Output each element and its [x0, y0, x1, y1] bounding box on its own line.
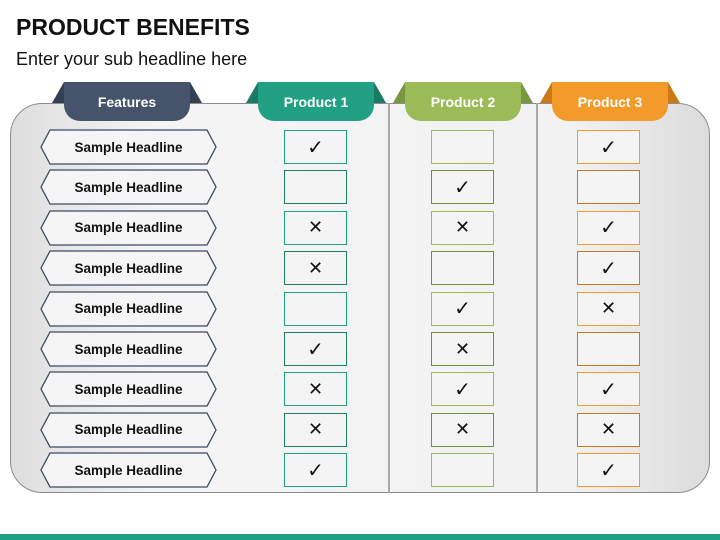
hexagon-shape	[40, 210, 217, 246]
cross-icon: ✕	[307, 257, 324, 278]
check-icon: ✓	[307, 136, 324, 159]
feature-label: Sample Headline	[40, 331, 217, 367]
cross-icon: ✕	[307, 419, 324, 440]
product-1-cell: ✕	[284, 210, 347, 245]
cross-icon: ✕	[454, 419, 471, 440]
header-tab-product-2: Product 2	[393, 82, 533, 121]
feature-label: Sample Headline	[40, 371, 217, 408]
product-1-cell	[284, 291, 347, 326]
hexagon-shape	[40, 412, 217, 448]
feature-label: Sample Headline	[40, 250, 217, 286]
feature-label: Sample Headline	[40, 452, 217, 488]
check-icon: ✓	[600, 217, 617, 240]
hexagon-shape	[40, 371, 217, 408]
feature-label: Sample Headline	[40, 290, 217, 327]
feature-text: Sample Headline	[74, 179, 183, 195]
product-1-cell: ✓	[284, 130, 347, 164]
product-1-cell: ✓	[284, 453, 347, 488]
feature-text: Sample Headline	[74, 260, 183, 276]
check-icon: ✓	[454, 176, 471, 199]
check-icon: ✓	[600, 136, 617, 159]
product-3-cell: ✓	[577, 251, 640, 286]
hexagon-shape	[40, 452, 217, 488]
header-tab-features: Features	[52, 82, 202, 121]
tab-label: Product 2	[405, 82, 521, 121]
feature-label: Sample Headline	[40, 169, 217, 206]
hexagon-shape	[40, 250, 217, 286]
check-icon: ✓	[600, 257, 617, 280]
feature-text: Sample Headline	[74, 301, 183, 317]
product-3-cell: ✕	[577, 412, 640, 447]
check-icon: ✓	[307, 459, 324, 482]
product-2-cell: ✓	[431, 170, 494, 205]
product-2-cell: ✕	[431, 332, 494, 366]
page-subtitle: Enter your sub headline here	[16, 49, 248, 69]
tab-label: Features	[64, 82, 190, 121]
product-1-cell	[284, 170, 347, 205]
hexagon-shape	[40, 169, 217, 206]
hexagon-shape	[40, 331, 217, 367]
product-2-cell: ✓	[431, 291, 494, 326]
product-2-cell	[431, 453, 494, 488]
check-icon: ✓	[307, 338, 324, 361]
product-3-cell	[577, 332, 640, 366]
check-icon: ✓	[454, 378, 471, 401]
header-tab-product-1: Product 1	[246, 82, 386, 121]
product-3-cell	[577, 170, 640, 205]
product-1-cell: ✓	[284, 332, 347, 366]
cross-icon: ✕	[454, 217, 471, 238]
product-1-cell: ✕	[284, 412, 347, 447]
product-2-cell: ✕	[431, 210, 494, 245]
product-2-cell	[431, 130, 494, 164]
cross-icon: ✕	[307, 217, 324, 238]
check-icon: ✓	[454, 298, 471, 321]
check-icon: ✓	[600, 459, 617, 482]
product-1-cell: ✕	[284, 251, 347, 286]
hexagon-shape	[40, 290, 217, 327]
product-3-cell: ✓	[577, 453, 640, 488]
column-divider	[536, 103, 538, 493]
cross-icon: ✕	[454, 338, 471, 359]
product-3-cell: ✕	[577, 291, 640, 326]
product-1-cell: ✕	[284, 372, 347, 407]
tab-label: Product 3	[552, 82, 668, 121]
product-3-cell: ✓	[577, 130, 640, 164]
product-3-cell: ✓	[577, 210, 640, 245]
feature-text: Sample Headline	[74, 139, 183, 155]
page-title: PRODUCT BENEFITS	[16, 14, 250, 40]
feature-text: Sample Headline	[74, 381, 183, 397]
column-divider	[388, 103, 390, 493]
check-icon: ✓	[600, 378, 617, 401]
cross-icon: ✕	[307, 378, 324, 399]
feature-label: Sample Headline	[40, 210, 217, 246]
feature-text: Sample Headline	[74, 341, 183, 357]
product-2-cell	[431, 251, 494, 286]
product-2-cell: ✓	[431, 372, 494, 407]
tab-label: Product 1	[258, 82, 374, 121]
product-3-cell: ✓	[577, 372, 640, 407]
cross-icon: ✕	[600, 419, 617, 440]
feature-label: Sample Headline	[40, 412, 217, 448]
header-tab-product-3: Product 3	[540, 82, 680, 121]
product-2-cell: ✕	[431, 412, 494, 447]
hexagon-shape	[40, 129, 217, 165]
feature-text: Sample Headline	[74, 462, 183, 478]
feature-label: Sample Headline	[40, 129, 217, 165]
feature-text: Sample Headline	[74, 220, 183, 236]
cross-icon: ✕	[600, 298, 617, 319]
feature-text: Sample Headline	[74, 422, 183, 438]
footer-bar	[0, 534, 720, 540]
